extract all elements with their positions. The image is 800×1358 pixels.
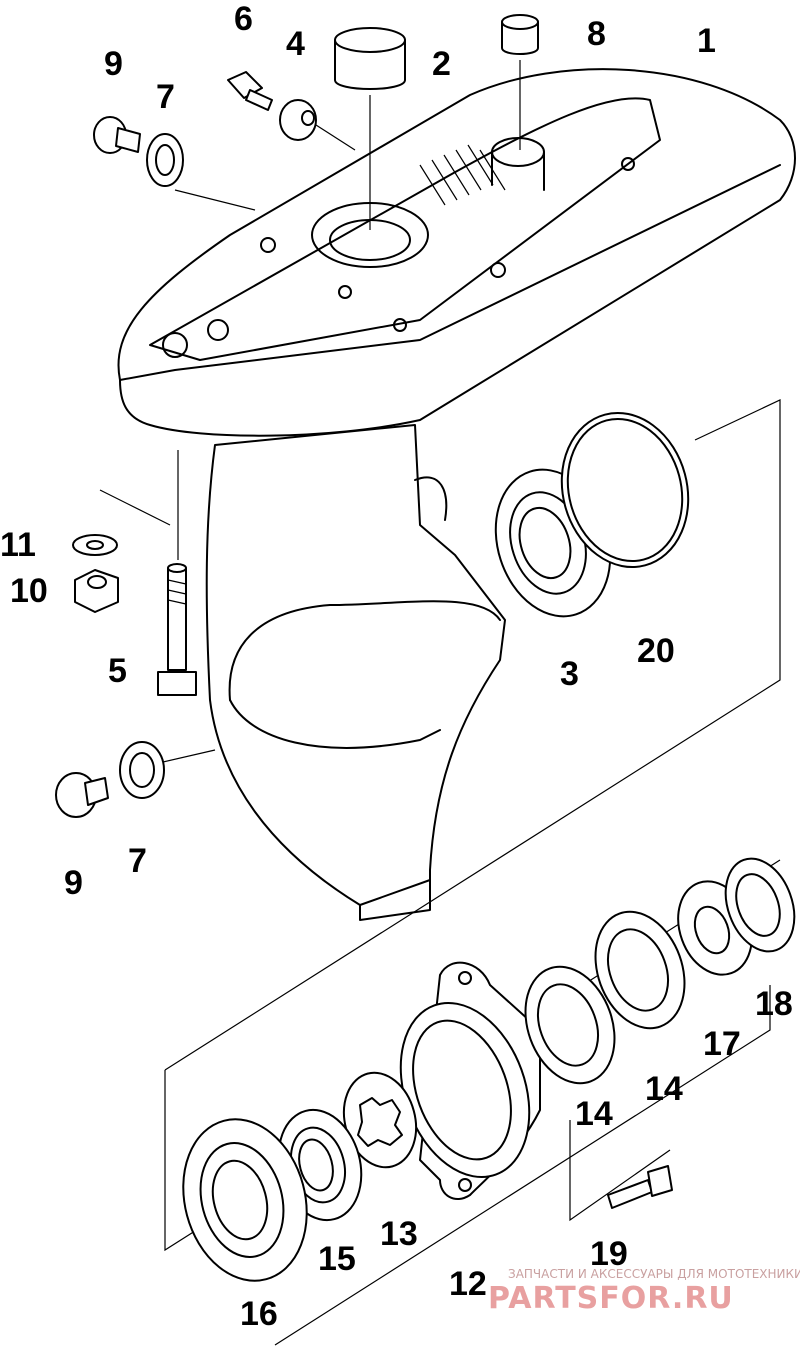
callout-6: 6 — [234, 0, 253, 38]
callout-7-upper: 7 — [156, 78, 175, 116]
part-18-washer — [724, 857, 796, 953]
callout-12: 12 — [449, 1265, 487, 1303]
callout-5: 5 — [108, 652, 127, 690]
part-6-bolt — [227, 71, 273, 111]
callout-18: 18 — [755, 985, 793, 1023]
watermark-tagline: ЗАПЧАСТИ И АКСЕССУАРЫ ДЛЯ МОТОТЕХНИКИ — [508, 1267, 800, 1281]
part-13-lockwasher — [342, 1071, 418, 1169]
part-16-bearing — [182, 1118, 308, 1282]
part-5-stud — [157, 563, 197, 696]
callout-9-upper: 9 — [104, 45, 123, 83]
part-20-o-ring — [560, 411, 690, 569]
part-7-lower-gasket — [119, 741, 165, 799]
callout-8: 8 — [587, 15, 606, 53]
callout-15: 15 — [318, 1240, 356, 1278]
part-2-bushing — [334, 27, 406, 90]
part-14-seal-b — [594, 910, 686, 1030]
part-12-bearing-carrier — [399, 961, 541, 1200]
part-14-seal-a — [524, 965, 616, 1085]
callout-9-lower: 9 — [64, 864, 83, 902]
callout-2: 2 — [432, 45, 451, 83]
part-9-upper-plug — [93, 116, 141, 154]
callout-17: 17 — [703, 1025, 741, 1063]
callout-14-b: 14 — [645, 1070, 683, 1108]
callout-10: 10 — [10, 572, 48, 610]
gearcase-housing — [117, 68, 796, 921]
part-11-washer — [72, 534, 118, 556]
callout-labels: 1 2 3 4 5 6 7 7 8 9 9 10 11 12 13 14 14 … — [0, 0, 793, 1333]
callout-20: 20 — [637, 632, 675, 670]
callout-13: 13 — [380, 1215, 418, 1253]
callout-4: 4 — [286, 25, 305, 63]
callout-7-lower: 7 — [128, 842, 147, 880]
callout-3: 3 — [560, 655, 579, 693]
part-7-upper-gasket — [146, 133, 184, 187]
callout-11: 11 — [0, 526, 36, 564]
watermark-logo: PARTSFOR.RU — [488, 1281, 734, 1316]
callout-1: 1 — [697, 22, 716, 60]
part-4-grommet — [279, 99, 317, 141]
part-10-nut — [74, 569, 119, 613]
callout-19: 19 — [590, 1235, 628, 1273]
watermark: ЗАПЧАСТИ И АКСЕССУАРЫ ДЛЯ МОТОТЕХНИКИ PA… — [488, 1267, 800, 1316]
part-8-pin — [501, 14, 539, 55]
part-9-lower-plug — [55, 772, 109, 818]
callout-14-a: 14 — [575, 1095, 613, 1133]
part-19-bolt — [607, 1165, 673, 1209]
callout-16: 16 — [240, 1295, 278, 1333]
